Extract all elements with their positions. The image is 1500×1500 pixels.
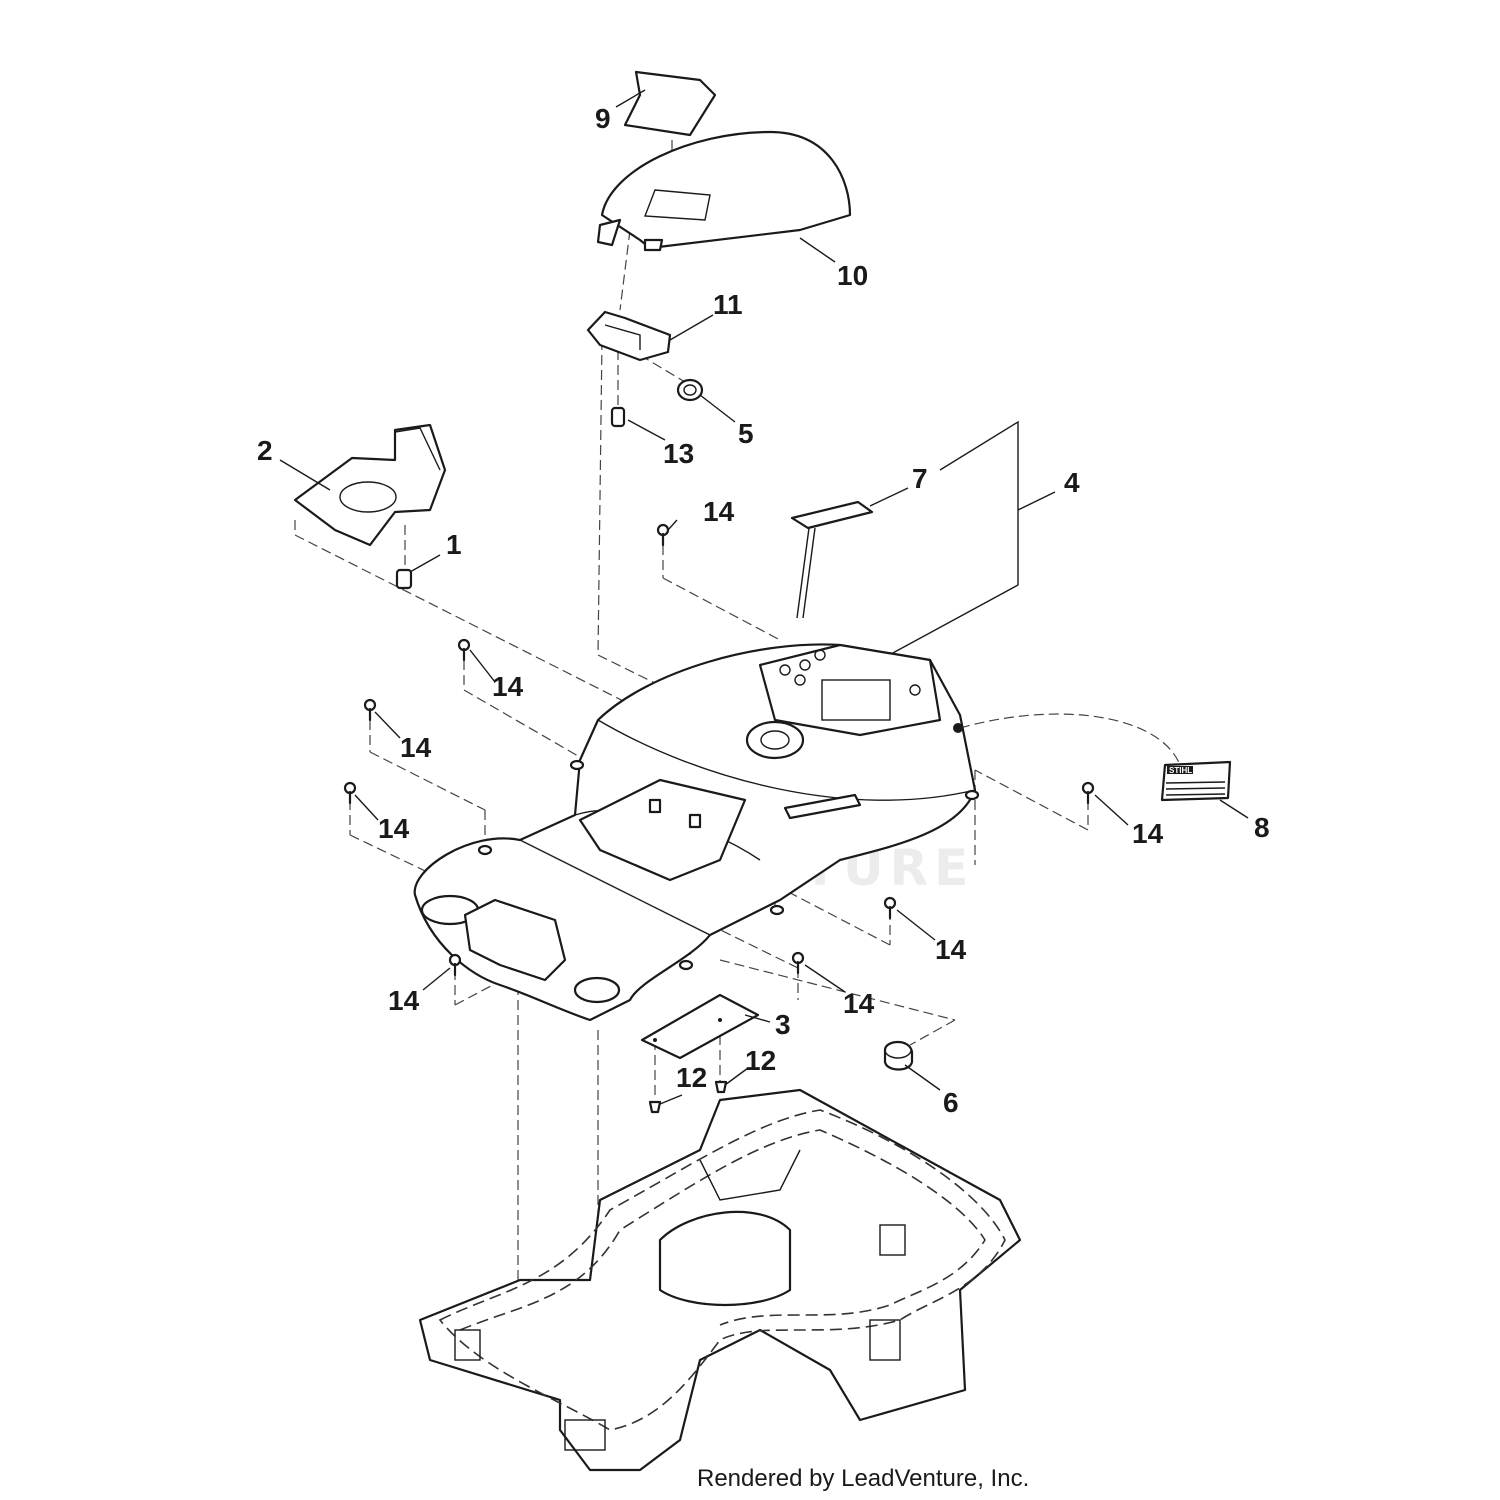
part-12-screws bbox=[648, 1080, 728, 1114]
footer-credit: Rendered by LeadVenture, Inc. bbox=[697, 1465, 1030, 1492]
part-1-pin bbox=[395, 568, 413, 590]
leader-lines bbox=[279, 89, 1249, 1105]
callout-8: 8 bbox=[1254, 812, 1270, 843]
callout-14-f: 14 bbox=[1132, 818, 1164, 849]
callout-14-a: 14 bbox=[703, 496, 735, 527]
part-13-pin bbox=[610, 406, 626, 428]
part-9-decal bbox=[623, 70, 717, 137]
part-6-cap bbox=[883, 1040, 914, 1071]
part-3-plate bbox=[640, 993, 760, 1060]
callout-14-c: 14 bbox=[400, 732, 432, 763]
callout-14-d: 14 bbox=[378, 813, 410, 844]
part-2-shield-plate bbox=[293, 423, 447, 547]
callout-11: 11 bbox=[713, 289, 743, 320]
callout-14-e: 14 bbox=[388, 985, 420, 1016]
callout-14-b: 14 bbox=[492, 671, 524, 702]
screw bbox=[363, 698, 377, 722]
callout-1: 1 bbox=[446, 529, 462, 560]
screw bbox=[457, 638, 471, 662]
label-brand: STIHL bbox=[1169, 766, 1192, 775]
part-5-spring bbox=[676, 378, 704, 402]
chassis-frame bbox=[418, 1088, 1022, 1472]
part-11-latch bbox=[586, 310, 672, 362]
main-housing bbox=[413, 643, 980, 1022]
callout-12-b: 12 bbox=[745, 1045, 776, 1076]
screw bbox=[448, 953, 462, 977]
callout-14-h: 14 bbox=[843, 988, 875, 1019]
callout-4: 4 bbox=[1064, 467, 1080, 498]
callout-12-a: 12 bbox=[676, 1062, 707, 1093]
callout-9: 9 bbox=[595, 103, 611, 134]
part-8-label: STIHL bbox=[1160, 760, 1232, 802]
callout-13: 13 bbox=[663, 438, 694, 469]
callout-7: 7 bbox=[912, 463, 928, 494]
callout-2: 2 bbox=[257, 435, 273, 466]
screw bbox=[343, 781, 357, 805]
callout-3: 3 bbox=[775, 1009, 791, 1040]
screw bbox=[791, 951, 805, 975]
callout-10: 10 bbox=[837, 260, 868, 291]
callout-14-g: 14 bbox=[935, 934, 967, 965]
callout-5: 5 bbox=[738, 418, 754, 449]
callout-labels: 9 10 11 5 13 2 1 7 4 14 14 14 14 14 8 14… bbox=[257, 103, 1270, 1118]
part-4-bracket bbox=[879, 420, 1056, 661]
part-10-top-cover bbox=[596, 130, 852, 252]
callout-6: 6 bbox=[943, 1087, 959, 1118]
part-7-decal bbox=[790, 500, 874, 619]
screw bbox=[883, 896, 897, 920]
screw bbox=[656, 523, 670, 547]
screw bbox=[1081, 781, 1095, 805]
